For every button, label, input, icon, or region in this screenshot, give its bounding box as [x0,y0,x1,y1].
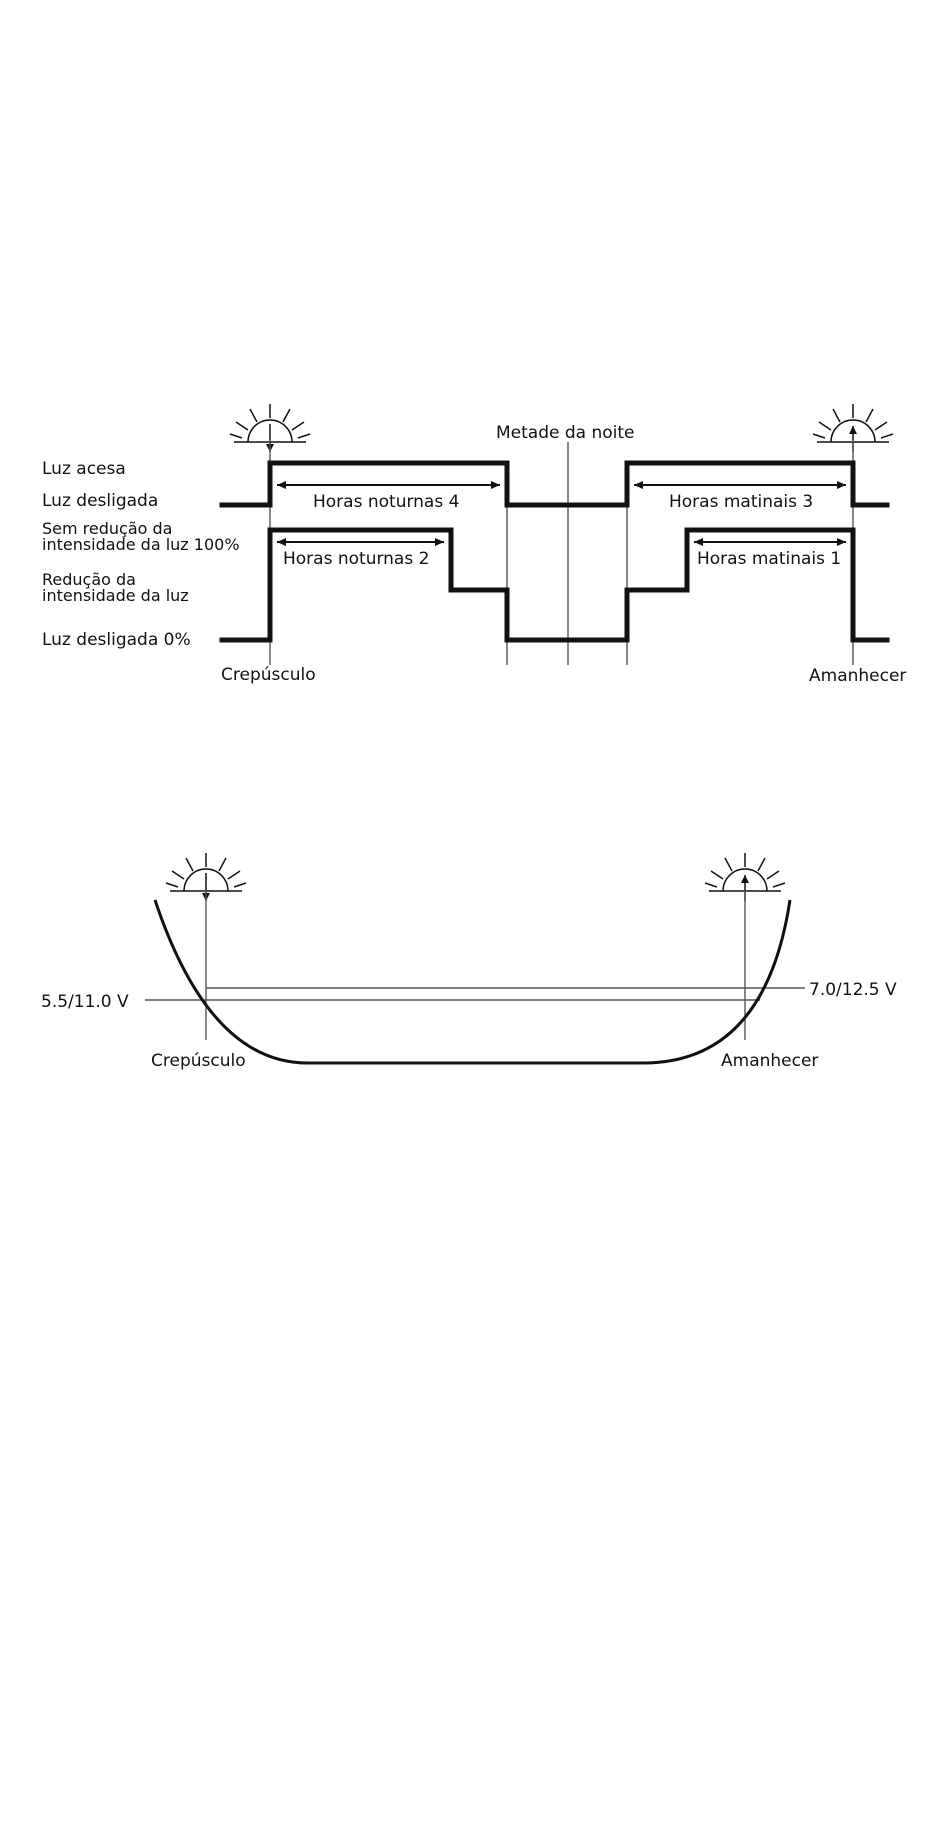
lamp-off-label: Luz desligada [42,491,158,511]
lamp-on-label: Luz acesa [42,459,126,479]
left-threshold-label: 5.5/11.0 V [41,992,129,1012]
lamp-off-0-label: Luz desligada 0% [42,630,191,650]
full-intensity-label-line2: intensidade da luz 100% [42,535,240,554]
right-threshold-label: 7.0/12.5 V [809,980,897,1000]
light-sensor-diagram: 5.5/11.0 V 7.0/12.5 V Crepúsculo Amanhec… [41,853,897,1071]
dawn-label: Amanhecer [809,666,906,686]
night4-label: Horas noturnas 4 [313,492,459,512]
dimmed-label-line2: intensidade da luz [42,586,189,605]
night2-label: Horas noturnas 2 [283,549,429,569]
morning3-label: Horas matinais 3 [669,492,813,512]
dimming-waveform [222,530,887,640]
dawn-label: Amanhecer [721,1051,818,1071]
midnight-label: Metade da noite [496,423,635,443]
dusk-label: Crepúsculo [151,1051,246,1071]
brightness-curve [155,900,790,1063]
operating-modes-diagram: Metade da noite Luz acesa Luz desligada … [42,404,906,686]
morning1-label: Horas matinais 1 [697,549,841,569]
dusk-label: Crepúsculo [221,665,316,685]
